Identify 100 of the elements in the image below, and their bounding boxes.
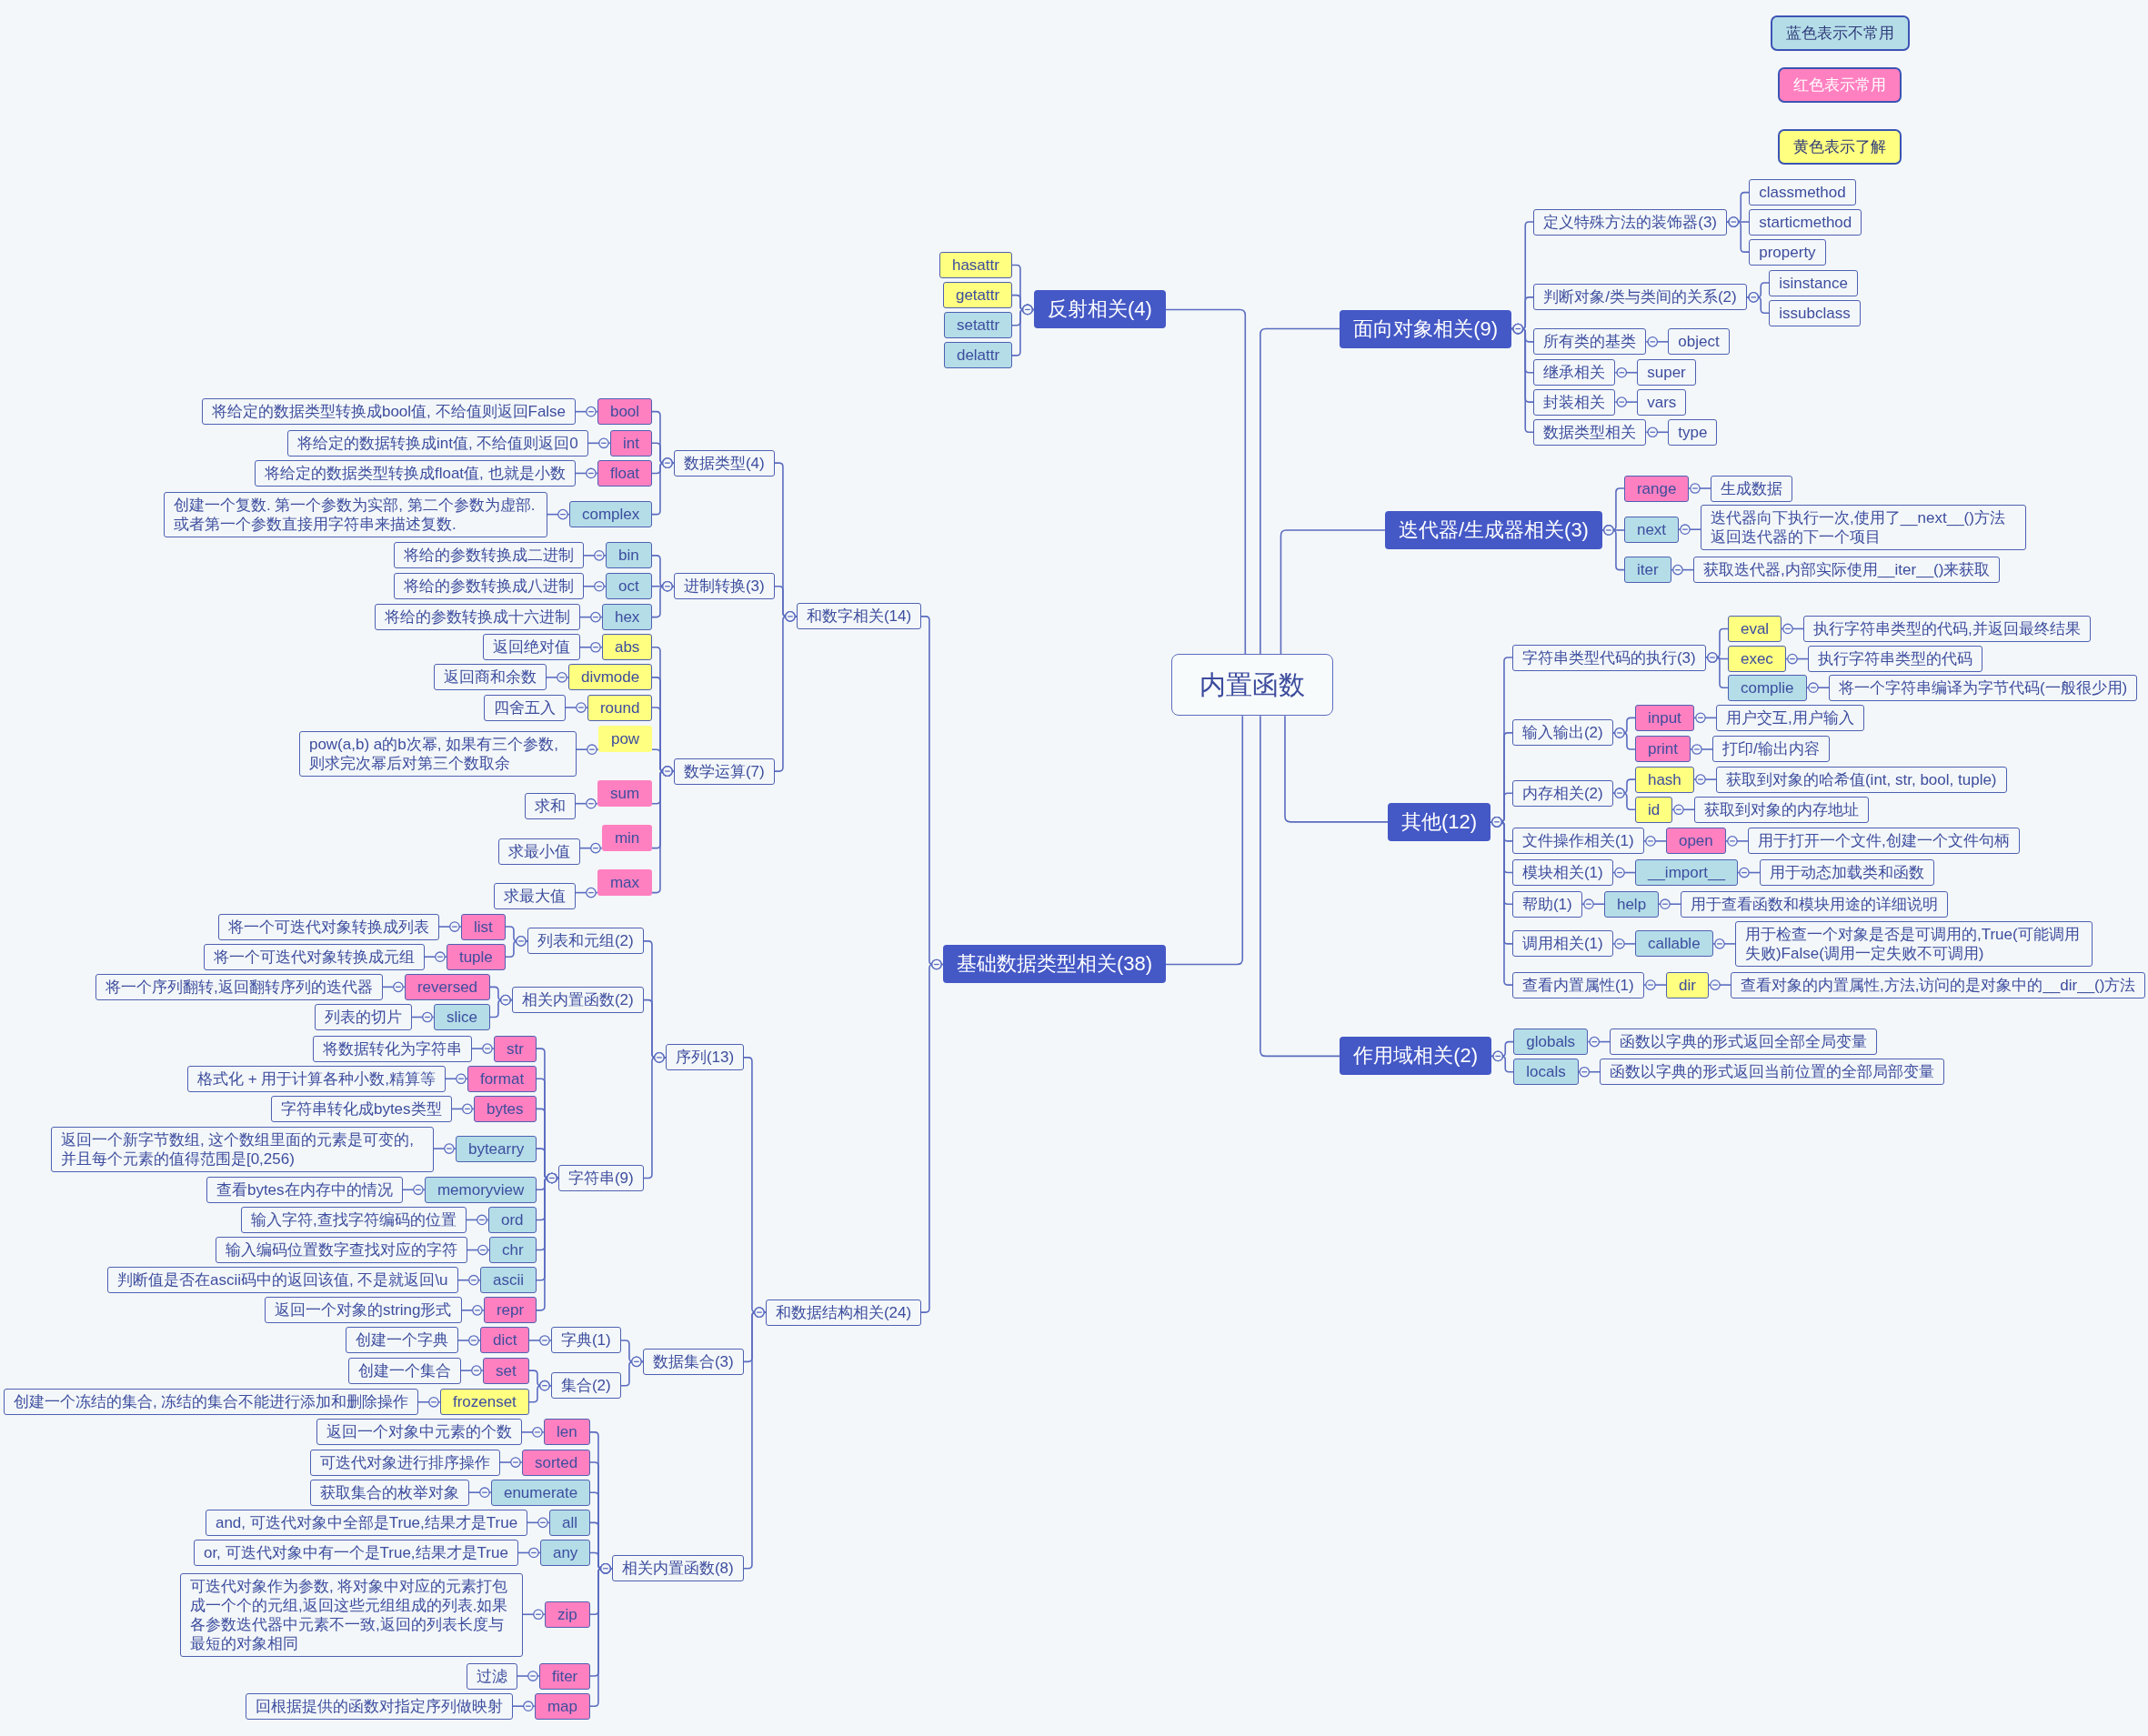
function-box: enumerate <box>490 1479 591 1506</box>
function-box: locals <box>1513 1059 1579 1086</box>
description-box: 求最小值 <box>497 838 580 865</box>
branch-line <box>461 1305 485 1316</box>
subtopic-box: 字符串类型代码的执行(3) <box>1511 644 1706 671</box>
function-box: iter <box>1623 557 1671 584</box>
description-box: 打印/输出内容 <box>1711 736 1830 763</box>
subtopic-box: 数据集合(3) <box>642 1348 744 1375</box>
subtopic-box: 相关内置函数(2) <box>511 987 644 1014</box>
branch-line <box>774 611 798 772</box>
branch-line <box>575 887 598 898</box>
subtopic-box: 继承相关 <box>1533 359 1616 386</box>
branch-line <box>1688 483 1711 494</box>
function-box: tuple <box>446 943 506 970</box>
subtopic-box: 数据类型相关 <box>1533 418 1647 446</box>
function-box: format <box>467 1065 537 1092</box>
description-box: 可迭代对象进行排序操作 <box>309 1449 500 1476</box>
description-box: 迭代器向下执行一次,使用了__next__()方法返回迭代器的下一个项目 <box>1700 504 2027 550</box>
branch-line <box>382 981 406 993</box>
description-box: 将给的参数转换成二进制 <box>393 542 584 569</box>
branch-line <box>583 550 607 561</box>
description-box: 用户交互,用户输入 <box>1715 704 1864 731</box>
function-box: dict <box>479 1327 530 1354</box>
subtopic-box: 判断对象/类与类间的关系(2) <box>1533 284 1747 311</box>
function-box: hex <box>601 604 653 631</box>
branch-line <box>1284 715 1389 823</box>
branch-line <box>651 457 675 516</box>
description-box: 求和 <box>524 793 576 819</box>
subtopic-box: 调用相关(1) <box>1511 930 1613 958</box>
subtopic-box: 定义特殊方法的装饰器(3) <box>1533 208 1727 236</box>
function-box: globals <box>1513 1029 1589 1056</box>
description-box: 生成数据 <box>1710 475 1792 502</box>
description-box: 返回商和余数 <box>433 664 547 691</box>
description-box: 将给的参数转换成八进制 <box>393 573 584 600</box>
function-box: repr <box>483 1297 537 1324</box>
subtopic-box: 输入输出(2) <box>1511 719 1613 747</box>
description-box: 查看对象的内置属性,方法,访问的是对象中的__dir__()方法 <box>1730 971 2146 998</box>
description-box: 将一个可迭代对象转换成元组 <box>203 943 425 970</box>
branch-line <box>576 744 599 756</box>
branch-line <box>402 1184 426 1196</box>
description-box: 将一个可迭代对象转换成列表 <box>217 913 439 940</box>
description-box: 列表的切片 <box>314 1004 412 1030</box>
branch-line <box>1577 1066 1601 1078</box>
function-box: len <box>543 1419 590 1446</box>
function-box: next <box>1623 516 1680 543</box>
subtopic-box: issubclass <box>1769 299 1861 326</box>
subtopic-box: super <box>1637 359 1696 386</box>
function-box: setattr <box>943 312 1013 339</box>
description-box: 回根据提供的函数对指定序列做映射 <box>245 1692 513 1720</box>
main-topic-box: 其他(12) <box>1387 802 1491 841</box>
subtopic-box: 帮助(1) <box>1511 890 1582 918</box>
branch-line <box>583 580 607 592</box>
branch-line <box>575 798 598 809</box>
function-box: fiter <box>538 1662 591 1690</box>
description-box: 创建一个字典 <box>345 1327 458 1354</box>
branch-line <box>1165 308 1247 655</box>
subtopic-box: 相关内置函数(8) <box>611 1555 744 1582</box>
branch-line <box>1260 715 1341 1058</box>
function-box: hasattr <box>938 251 1012 278</box>
central-topic-box: 内置函数 <box>1170 654 1333 717</box>
branch-line <box>547 508 570 520</box>
branch-line <box>1280 529 1386 655</box>
function-box: zip <box>544 1601 590 1628</box>
branch-line <box>1693 774 1717 785</box>
description-box: 获取迭代器,内部实际使用__iter__()来获取 <box>1692 557 2001 584</box>
branch-line <box>1587 1036 1611 1048</box>
description-box: 获取到对象的内存地址 <box>1693 796 1869 823</box>
function-box: eval <box>1727 615 1782 642</box>
description-box: 查看bytes在内存中的情况 <box>206 1176 403 1203</box>
branch-line <box>575 406 598 417</box>
subtopic-box: 集合(2) <box>550 1372 621 1400</box>
branch-line <box>471 1043 495 1054</box>
branch-line <box>575 467 598 479</box>
branch-line <box>1690 744 1713 755</box>
description-box: 字符串转化成bytes类型 <box>270 1095 452 1122</box>
subtopic-box: 数据类型(4) <box>673 449 775 477</box>
description-box: 执行字符串类型的代码,并返回最终结果 <box>1802 615 2091 642</box>
branch-line <box>1612 788 1636 811</box>
description-box: 过滤 <box>466 1662 517 1690</box>
branch-line <box>417 1396 441 1408</box>
function-box: open <box>1665 828 1726 855</box>
branch-line <box>1726 216 1751 253</box>
description-box: 返回一个对象的string形式 <box>264 1297 462 1324</box>
branch-line <box>457 1274 481 1286</box>
branch-line <box>411 1011 435 1023</box>
main-topic-box: 反射相关(4) <box>1033 290 1166 329</box>
branch-line <box>1781 623 1804 635</box>
subtopic-box: 进制转换(3) <box>673 573 775 600</box>
branch-line <box>1746 292 1771 314</box>
main-topic-box: 面向对象相关(9) <box>1340 309 1512 348</box>
main-topic-box: 作用域相关(2) <box>1340 1037 1492 1076</box>
subtopic-box: 列表和元组(2) <box>527 928 644 955</box>
description-box: 用于动态加载类和函数 <box>1759 859 1934 887</box>
function-box: any <box>539 1539 591 1566</box>
branch-line <box>643 1052 667 1179</box>
description-box: 创建一个冻结的集合, 冻结的集合不能进行添加和删除操作 <box>3 1389 419 1416</box>
function-box: id <box>1634 796 1673 823</box>
function-box: int <box>609 429 652 457</box>
branch-line <box>460 1365 484 1376</box>
branch-line <box>1693 712 1717 724</box>
